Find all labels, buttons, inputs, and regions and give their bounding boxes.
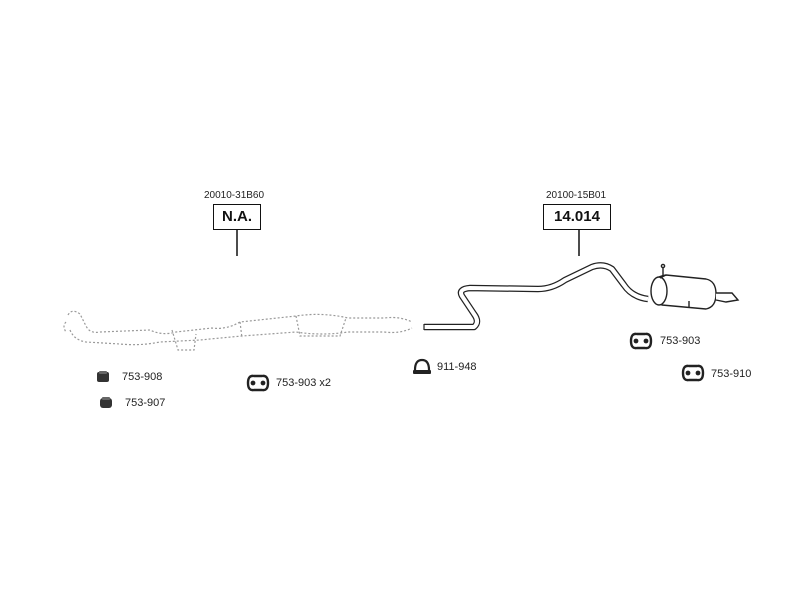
rear-muffler [650, 263, 740, 310]
part-label-753-907[interactable]: 753-907 [125, 397, 166, 409]
part-label-753-903-x2[interactable]: 753-903 x2 [276, 377, 332, 389]
pipe-clamp-icon [413, 358, 431, 374]
rubber-bush-icon [97, 371, 109, 382]
oem-code-rear: 20100-15B01 [546, 190, 607, 201]
rubber-bush-icon [100, 397, 112, 408]
rubber-hanger-icon [681, 364, 705, 382]
rubber-hanger-icon [629, 332, 653, 350]
front-pipe-not-available [63, 310, 413, 351]
part-label-753-903[interactable]: 753-903 [660, 335, 701, 347]
ref-box-front[interactable]: N.A. [213, 204, 261, 230]
rubber-hanger-icon [246, 374, 270, 392]
part-label-911-948[interactable]: 911-948 [437, 361, 477, 373]
part-label-753-908[interactable]: 753-908 [122, 371, 163, 383]
ref-box-rear[interactable]: 14.014 [543, 204, 611, 230]
part-label-753-910[interactable]: 753-910 [711, 368, 752, 380]
oem-code-front: 20010-31B60 [204, 190, 265, 201]
